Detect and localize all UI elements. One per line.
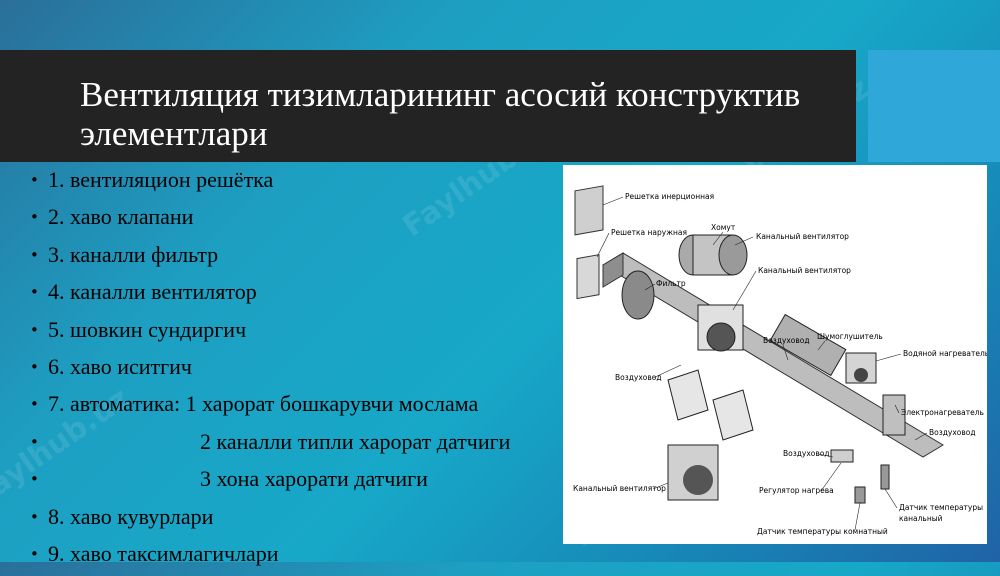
bullet-text: 2. хаво клапани	[48, 204, 194, 230]
leader-lines	[596, 196, 928, 531]
label-filter: Фильтр	[656, 279, 686, 288]
grille-outer	[576, 254, 600, 300]
label-duct-fan-top: Канальный вентилятор	[756, 232, 849, 241]
label-sensor-room: Датчик температуры комнатный	[757, 527, 888, 536]
bullet-text: 1. вентиляцион решётка	[48, 167, 274, 192]
label-duct-fan-mid: Канальный вентилятор	[758, 266, 851, 275]
bullet-icon: •	[30, 395, 39, 414]
bullet-icon: •	[30, 208, 39, 227]
bullet-text: 8. хаво кувурлари	[48, 503, 214, 529]
bullet-text: 3 хона харорати датчиги	[200, 466, 428, 492]
grille-inertial	[574, 185, 604, 236]
label-sensor-duct-1: Датчик температуры	[899, 503, 983, 512]
label-grille-outer: Решетка наружная	[611, 228, 687, 237]
bullet-icon: •	[30, 283, 39, 302]
ventilation-diagram: Решетка инерционная Решетка наружная Хом…	[563, 165, 987, 544]
duct-plate	[667, 369, 709, 421]
title-bar	[0, 50, 856, 162]
label-water-heater: Водяной нагреватель	[903, 349, 987, 358]
ventilation-diagram-illustration: Решетка инерционная Решетка наружная Хом…	[573, 185, 987, 536]
label-air-duct-mid: Воздуховод	[763, 336, 810, 345]
bullet-text: 3. каналли фильтр	[48, 241, 219, 267]
bullet-icon: •	[30, 432, 39, 451]
label-sensor-duct-2: канальный	[899, 514, 943, 523]
bullet-text: 2 каналли типли харорат датчиги	[200, 428, 511, 454]
bullet-icon: •	[30, 507, 39, 526]
bullet-icon: •	[30, 357, 39, 376]
label-grille-inertial: Решетка инерционная	[625, 192, 714, 201]
heat-regulator	[830, 449, 854, 463]
filter	[621, 270, 655, 320]
bullet-text: 7. автоматика: 1 харорат бошкарувчи мосл…	[48, 391, 479, 417]
sensor-duct	[880, 464, 890, 490]
bullet-text: 6. хаво иситгич	[48, 353, 192, 379]
label-silencer: Шумоглушитель	[817, 332, 883, 341]
bullet-icon: •	[30, 171, 39, 189]
label-air-duct-low: Воздуховод	[783, 449, 830, 458]
label-heat-regulator: Регулятор нагрева	[759, 486, 834, 495]
bullet-icon: •	[30, 544, 39, 563]
label-duct-fan-bottom: Канальный вентилятор	[573, 484, 666, 493]
duct-plate	[712, 389, 754, 441]
label-air-duct-left: Воздуховод	[615, 373, 662, 382]
label-electric-heater: Электронагреватель	[901, 408, 984, 417]
label-air-duct-right: Воздуховод	[929, 428, 976, 437]
slide-title: Вентиляция тизимларининг асосий конструк…	[80, 75, 801, 153]
bullet-icon: •	[30, 245, 39, 264]
bullet-icon: •	[30, 470, 39, 489]
label-clamp: Хомут	[711, 223, 736, 232]
bullet-text: 5. шовкин сундиргич	[48, 316, 247, 342]
bullet-text: 9. хаво таксимлагичлари	[48, 540, 279, 566]
bullet-text: 4. каналли вентилятор	[48, 279, 257, 305]
silencer	[769, 313, 847, 377]
bullet-icon: •	[30, 320, 39, 339]
electric-heater	[882, 394, 906, 436]
sensor-room	[854, 486, 866, 504]
accent-square	[868, 50, 1000, 162]
